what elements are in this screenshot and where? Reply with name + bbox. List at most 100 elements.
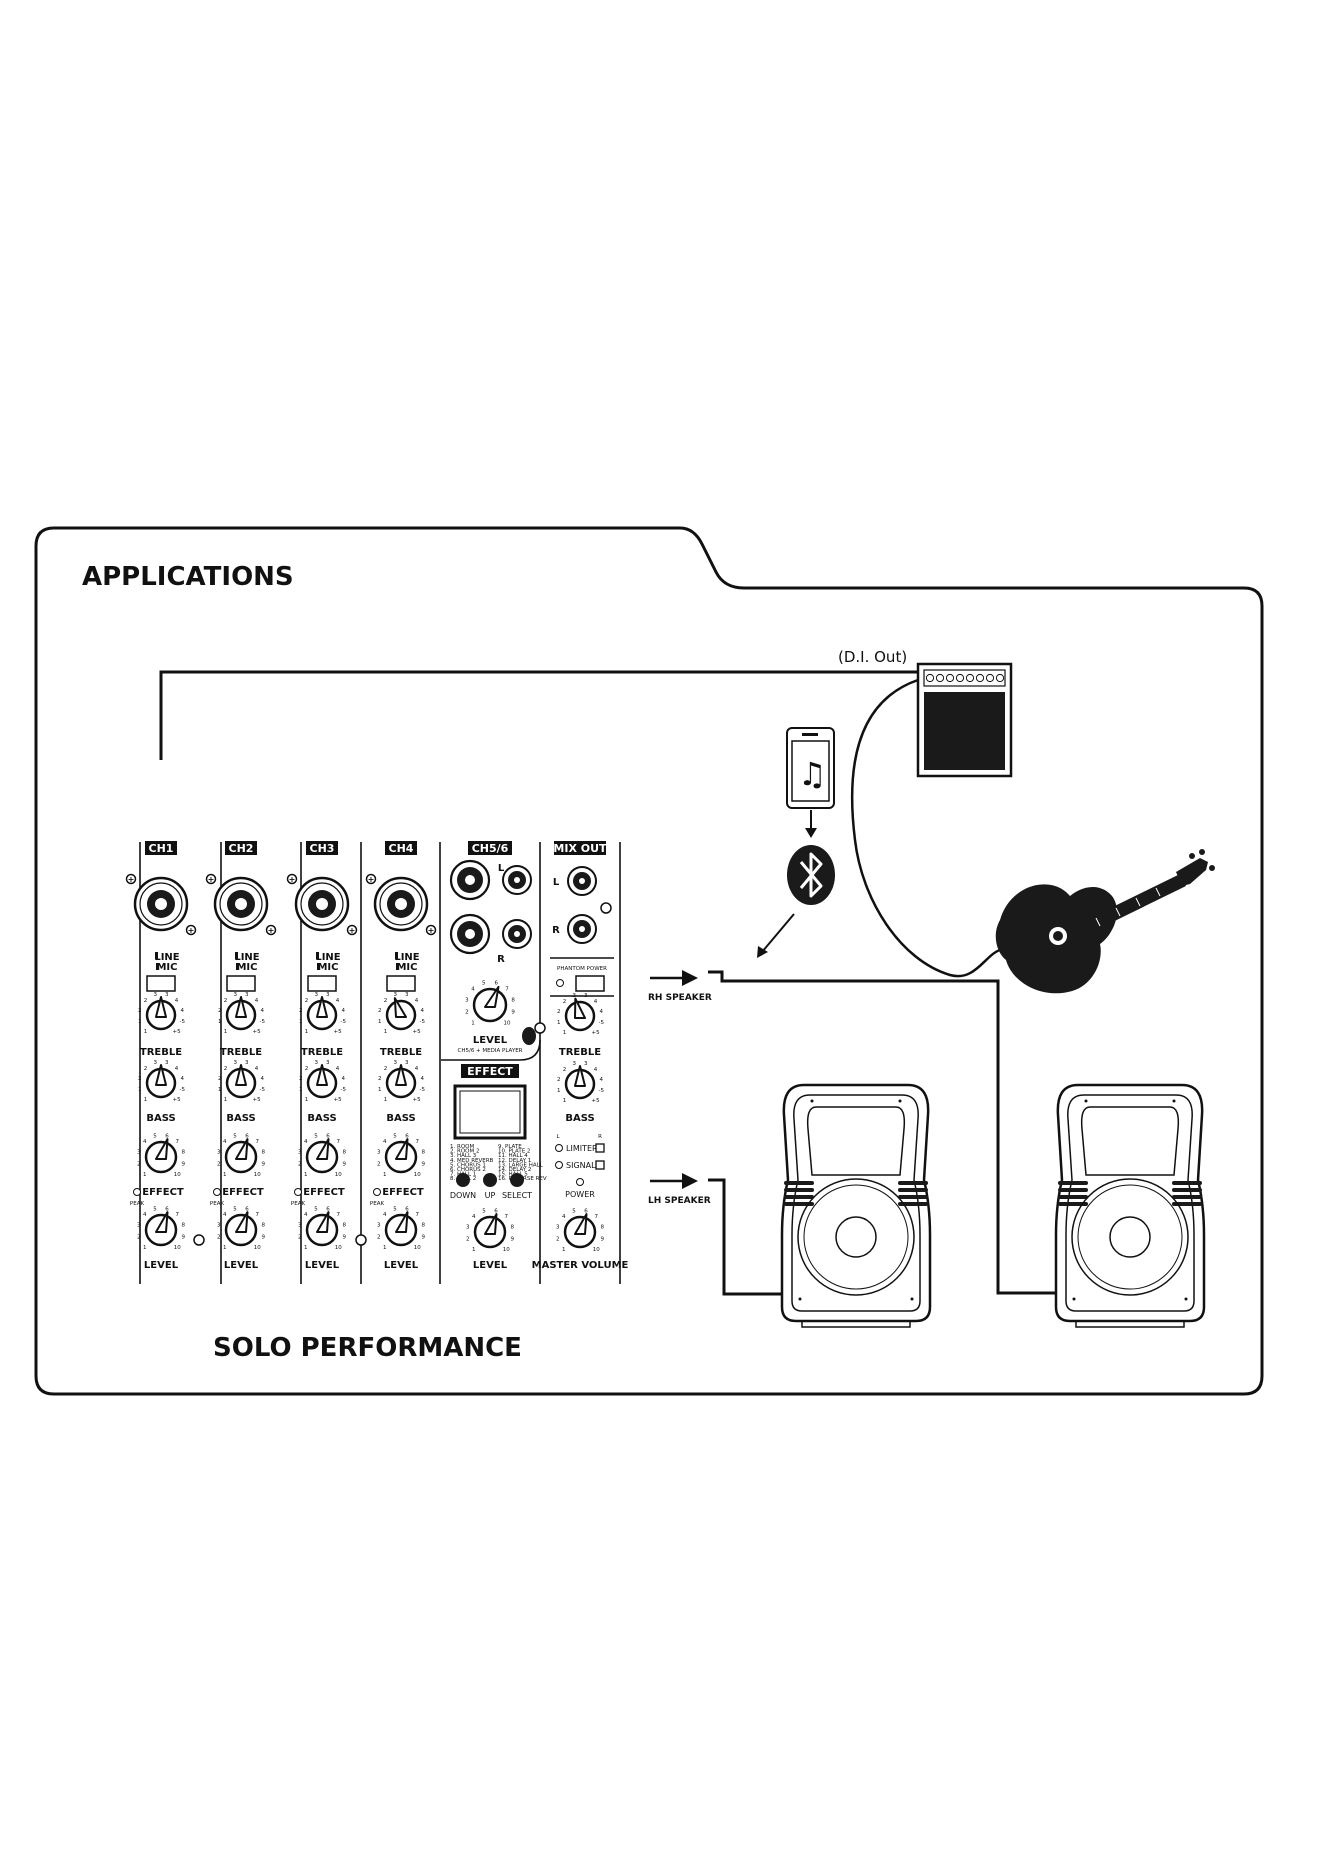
svg-text:6: 6: [165, 1206, 169, 1212]
xlr-combo-jack[interactable]: ++: [286, 873, 358, 936]
svg-text:2: 2: [144, 1066, 148, 1072]
svg-text:4: 4: [143, 1212, 147, 1218]
rca-jack[interactable]: [567, 914, 597, 944]
guitar-cable: [850, 678, 1001, 978]
svg-text:7: 7: [416, 1139, 420, 1145]
svg-text:7: 7: [595, 1214, 599, 1220]
signal-led: [555, 1161, 563, 1169]
svg-text:+5: +5: [253, 1029, 262, 1035]
svg-text:1: 1: [471, 1020, 475, 1026]
svg-text:3: 3: [573, 1061, 577, 1067]
effect-up-button[interactable]: [483, 1173, 497, 1187]
svg-text:1: 1: [562, 1247, 566, 1253]
rca-jack[interactable]: [502, 865, 532, 895]
svg-text:2: 2: [137, 1234, 141, 1240]
svg-text:7: 7: [416, 1212, 420, 1218]
svg-text:+: +: [289, 875, 296, 884]
svg-text:10: 10: [254, 1245, 261, 1251]
svg-text:2: 2: [378, 1076, 382, 1082]
rca-jack[interactable]: [502, 919, 532, 949]
effect-button-label: SELECT: [502, 1191, 532, 1200]
svg-text:3: 3: [234, 1060, 238, 1066]
effect-preset-item: 2. ROOM 2: [450, 1149, 479, 1155]
effect-down-button[interactable]: [456, 1173, 470, 1187]
svg-text:10: 10: [174, 1172, 181, 1178]
line-mic-switch[interactable]: [226, 975, 256, 992]
svg-text:3: 3: [377, 1150, 381, 1156]
mic-label: MIC: [317, 962, 338, 973]
svg-text:3: 3: [315, 1060, 319, 1066]
svg-text:1: 1: [304, 1172, 308, 1178]
power-label: POWER: [565, 1190, 595, 1199]
treble-label: TREBLE: [220, 1047, 262, 1058]
peak-label: PEAK: [370, 1201, 385, 1207]
svg-text:5: 5: [314, 1206, 318, 1212]
line-mic-switch[interactable]: [307, 975, 337, 992]
di-out-label: (D.I. Out): [838, 648, 907, 666]
peak-label: PEAK: [210, 1201, 225, 1207]
svg-text:4: 4: [175, 998, 179, 1004]
svg-text:10: 10: [335, 1172, 342, 1178]
svg-text:3: 3: [217, 1150, 221, 1156]
svg-text:6: 6: [165, 1133, 169, 1139]
rca-jack[interactable]: [567, 866, 597, 896]
svg-text:5: 5: [153, 1206, 157, 1212]
svg-text:3: 3: [573, 993, 577, 999]
svg-text:1: 1: [143, 1245, 147, 1251]
quarter-inch-jack[interactable]: [449, 913, 491, 955]
effect-preset-item: 10. PLATE 2: [498, 1149, 530, 1155]
line-mic-switch[interactable]: [146, 975, 176, 992]
amplifier-icon: [916, 662, 1013, 778]
line-mic-switch[interactable]: [386, 975, 416, 992]
svg-text:3: 3: [315, 992, 319, 998]
svg-text:7: 7: [176, 1212, 180, 1218]
svg-text:1: 1: [138, 1087, 142, 1093]
quarter-inch-jack[interactable]: [449, 859, 491, 901]
svg-text:+: +: [188, 926, 195, 935]
music-note-icon: ♫: [798, 755, 827, 793]
svg-text:7: 7: [256, 1212, 260, 1218]
svg-text:5: 5: [153, 1133, 157, 1139]
xlr-combo-jack[interactable]: ++: [365, 873, 437, 936]
svg-text:2: 2: [217, 1234, 221, 1240]
svg-text:3: 3: [584, 1061, 588, 1067]
svg-text:-5: -5: [180, 1087, 186, 1093]
channel-label: [306, 841, 338, 855]
page-title: APPLICATIONS: [82, 562, 294, 592]
effect-preset-item: 13. LARGE HALL: [498, 1162, 544, 1168]
effect-preset-item: 12. DELAY 1: [498, 1158, 531, 1164]
signal-label: SIGNAL: [566, 1161, 596, 1170]
svg-text:4: 4: [415, 1066, 419, 1072]
phantom-power-switch[interactable]: [575, 975, 605, 992]
effect-select-button[interactable]: [510, 1173, 524, 1187]
svg-text:3: 3: [165, 992, 169, 998]
xlr-combo-jack[interactable]: ++: [205, 873, 277, 936]
peak-led: [213, 1188, 221, 1196]
svg-text:1: 1: [384, 1029, 388, 1035]
channel-label-text: CH3: [310, 842, 335, 855]
svg-text:5: 5: [482, 980, 486, 986]
xlr-combo-jack[interactable]: ++: [125, 873, 197, 936]
